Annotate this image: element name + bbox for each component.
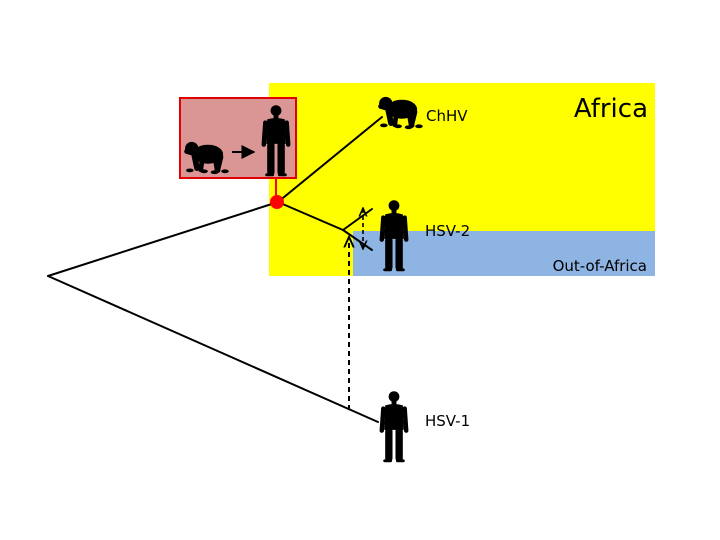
leaf-label-chhv: ChHV [426, 107, 468, 125]
africa-label: Africa [574, 94, 648, 124]
human-icon [379, 391, 409, 463]
cross-species-transmission-box [179, 97, 297, 179]
leaf-label-hsv1: HSV-1 [425, 412, 470, 430]
phylogenetic-tree [47, 116, 383, 423]
out-of-africa-label: Out-of-Africa [553, 257, 647, 275]
branch-root-to-hsv1 [47, 275, 379, 423]
leaf-label-hsv2: HSV-2 [425, 222, 470, 240]
branch-node-to-hsv2 [277, 201, 344, 231]
branch-root-to-node [47, 201, 279, 277]
transmission-node [270, 195, 284, 209]
branch-node-to-chhv [277, 116, 383, 203]
